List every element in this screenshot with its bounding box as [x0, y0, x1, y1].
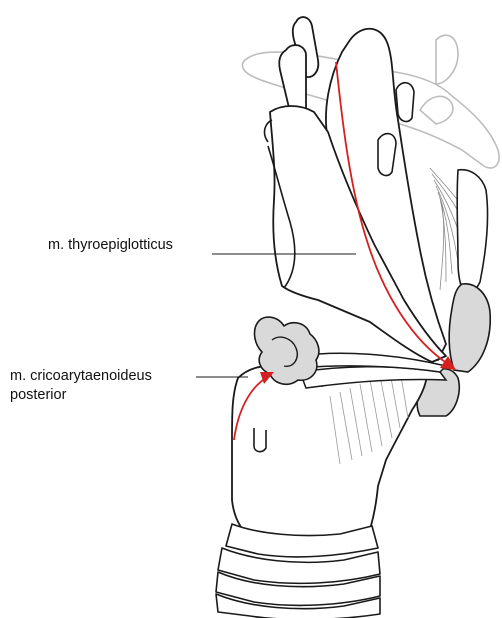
tracheal-rings: [216, 524, 380, 618]
posterior-grey-cartilage: [449, 284, 490, 372]
posterior-lamina: [457, 170, 487, 300]
label-cricoarytaenoideus-line1: m. cricoarytaenoideus: [10, 367, 152, 386]
label-thyroepiglotticus: m. thyroepiglotticus: [48, 236, 173, 255]
label-cricoarytaenoideus-line2: posterior: [10, 386, 152, 405]
cricoid-cartilage: [232, 366, 427, 551]
superior-horn: [279, 17, 318, 119]
label-thyroepiglotticus-text: m. thyroepiglotticus: [48, 236, 173, 255]
label-cricoarytaenoideus: m. cricoarytaenoideus posterior: [10, 367, 152, 405]
